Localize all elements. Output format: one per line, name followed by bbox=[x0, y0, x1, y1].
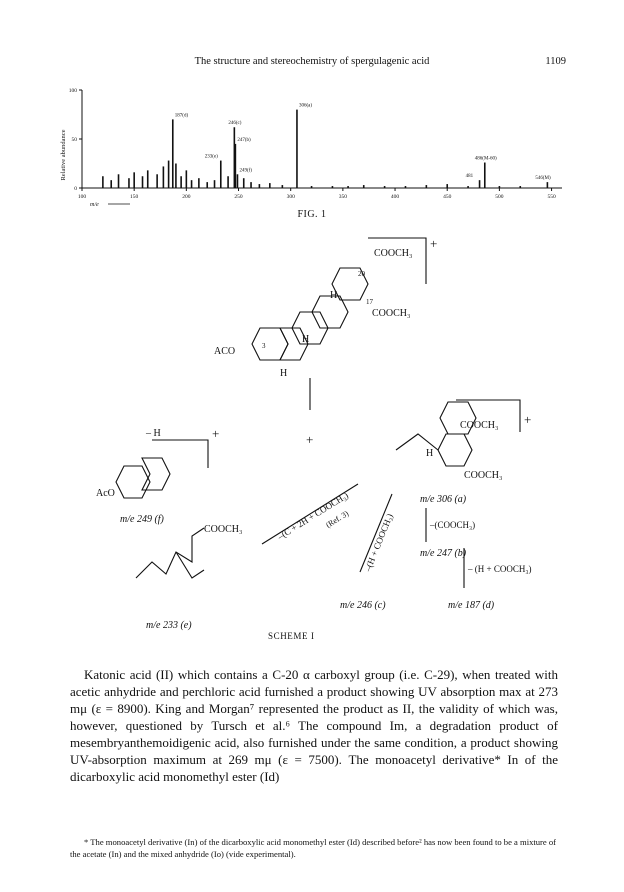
frag-f-ring1 bbox=[115, 465, 151, 499]
body-text: Katonic acid (II) which contains a C-20 … bbox=[70, 666, 558, 785]
scheme-diagram: COOCH₃ + 20 H 17 COOCH₃ H 3 ACO H – H + … bbox=[96, 236, 531, 631]
scheme-caption: SCHEME I bbox=[268, 631, 315, 641]
label-aco-main: ACO bbox=[214, 346, 235, 357]
label-plus-a: + bbox=[524, 412, 531, 427]
x-tick-label: 200 bbox=[182, 194, 191, 200]
label-h-a: H bbox=[426, 448, 433, 459]
x-tick-label: 350 bbox=[339, 194, 348, 200]
page-number: 1109 bbox=[545, 56, 566, 67]
label-cooch3-c17: COOCH₃ bbox=[372, 308, 411, 319]
peak-label: 187(d) bbox=[175, 113, 189, 118]
figure-caption: FIG. 1 bbox=[297, 209, 327, 220]
label-plus-f: + bbox=[212, 426, 219, 441]
label-me306: m/e 306 (a) bbox=[420, 494, 467, 505]
x-tick-label: 550 bbox=[547, 194, 556, 200]
body-paragraph: Katonic acid (II) which contains a C-20 … bbox=[70, 667, 558, 784]
x-tick-label: 500 bbox=[495, 194, 504, 200]
footnote: * The monoacetyl derivative (In) of the … bbox=[70, 836, 558, 860]
ring-d bbox=[311, 295, 349, 329]
peak-label: 546(M) bbox=[535, 176, 551, 181]
footnote-text: * The monoacetyl derivative (In) of the … bbox=[70, 837, 557, 859]
peak-label: 306(a) bbox=[299, 104, 312, 109]
label-h-mid: H bbox=[302, 334, 309, 345]
label-minus-h: – H bbox=[145, 428, 161, 439]
fragmentation-scheme: COOCH₃ + 20 H 17 COOCH₃ H 3 ACO H – H + … bbox=[96, 232, 566, 632]
peak-label: 249(f) bbox=[239, 168, 252, 173]
peak-label: 247(b) bbox=[237, 138, 251, 143]
ion-bracket-main bbox=[368, 237, 427, 284]
label-me246: m/e 246 (c) bbox=[340, 600, 386, 611]
label-cooch3-a: COOCH₃ bbox=[460, 420, 499, 431]
x-tick-label: 300 bbox=[287, 194, 296, 200]
label-me247: m/e 247 (b) bbox=[420, 548, 467, 559]
label-loss-h-cooch3: – (H + COOCH₃) bbox=[467, 564, 531, 574]
chart-peak-labels: 187(d) 246(c) 233(e) 247(b) 249(f) 306(a) 486(… bbox=[175, 104, 551, 182]
y-tick-label: 100 bbox=[69, 88, 78, 94]
label-cooch3-e: COOCH₃ bbox=[204, 524, 243, 535]
x-tick-label: 450 bbox=[443, 194, 452, 200]
label-plus-mid: + bbox=[306, 432, 313, 447]
peak-label: 233(e) bbox=[205, 155, 218, 160]
chart-bars bbox=[102, 109, 549, 188]
y-axis-label: Relative abundance bbox=[60, 129, 67, 180]
frag-a-bracket bbox=[456, 399, 521, 432]
running-title: The structure and stereochemistry of spe… bbox=[194, 56, 430, 67]
peak-label: 246(c) bbox=[228, 121, 241, 126]
frag-f-ring2 bbox=[141, 457, 171, 491]
y-tick-label: 50 bbox=[72, 137, 78, 143]
label-cooch3-top: COOCH₃ bbox=[374, 248, 413, 259]
label-c20: 20 bbox=[358, 270, 366, 278]
label-loss-cooch3: –(COOCH₃) bbox=[429, 520, 475, 530]
ring-b bbox=[279, 327, 309, 361]
y-tick-label: 0 bbox=[74, 186, 77, 192]
label-plus-top: + bbox=[430, 236, 437, 251]
ring-c bbox=[291, 311, 329, 345]
label-me249: m/e 249 (f) bbox=[120, 514, 165, 525]
frag-e-chain bbox=[135, 527, 205, 579]
frag-a-ring2 bbox=[439, 401, 477, 435]
arrow-to-c bbox=[359, 493, 393, 573]
x-tick-label: 100 bbox=[78, 194, 87, 200]
label-me187: m/e 187 (d) bbox=[448, 600, 495, 611]
frag-a-diene bbox=[395, 433, 439, 451]
label-aco-f: AcO bbox=[96, 488, 115, 499]
label-h-main: H bbox=[330, 290, 337, 301]
arrow-to-e bbox=[261, 483, 359, 545]
frag-f-bracket bbox=[152, 439, 209, 468]
label-me233: m/e 233 (e) bbox=[146, 620, 192, 631]
frag-e-vinyl bbox=[175, 551, 205, 579]
x-axis-label: m/e bbox=[90, 202, 99, 208]
peak-label: 481 bbox=[466, 174, 474, 179]
x-tick-label: 250 bbox=[234, 194, 243, 200]
label-cooch3-a2: COOCH₃ bbox=[464, 470, 503, 481]
x-tick-label: 400 bbox=[391, 194, 400, 200]
x-tick-label: 150 bbox=[130, 194, 139, 200]
frag-a-ring1 bbox=[437, 433, 473, 467]
label-path-mid: –(H + COOCH₃) bbox=[362, 512, 395, 573]
ring-e bbox=[331, 267, 369, 301]
label-h-low: H bbox=[280, 368, 287, 379]
label-c17: 17 bbox=[366, 298, 374, 306]
label-c3: 3 bbox=[262, 342, 266, 350]
peak-label: 486(M-60) bbox=[475, 157, 497, 162]
